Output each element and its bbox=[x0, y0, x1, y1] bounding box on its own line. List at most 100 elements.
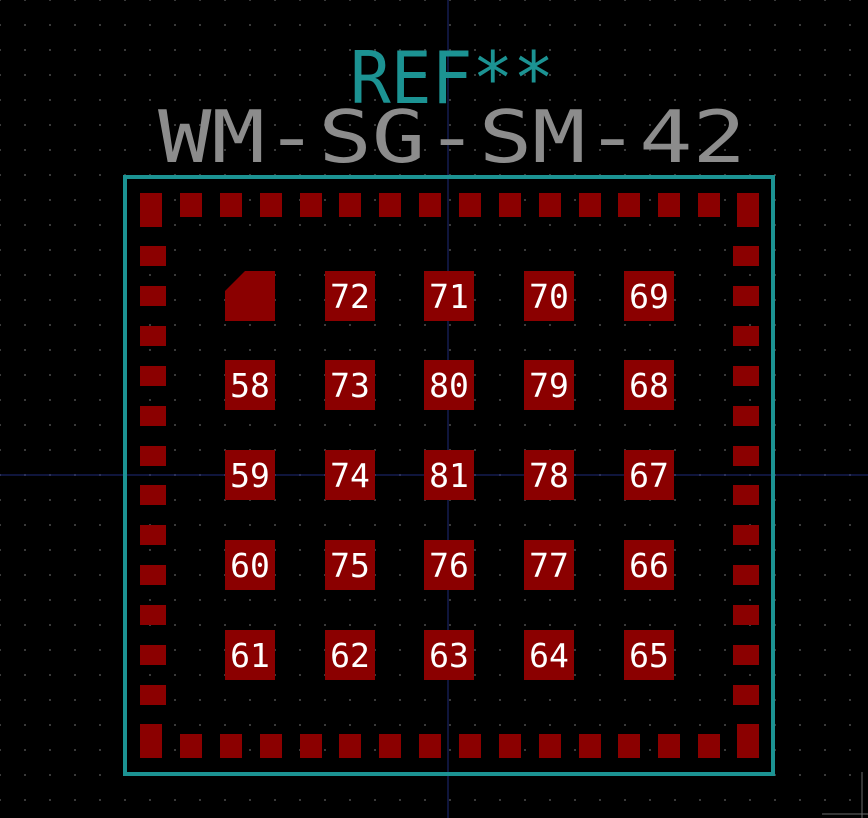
pad-left[interactable] bbox=[140, 685, 166, 705]
pad-top[interactable] bbox=[499, 193, 521, 217]
pad-left[interactable] bbox=[140, 645, 166, 665]
pad-left[interactable] bbox=[140, 366, 166, 386]
inner-pad-body bbox=[524, 450, 574, 500]
pad-top[interactable] bbox=[339, 193, 361, 217]
pad-right[interactable] bbox=[733, 525, 759, 545]
pad-right[interactable] bbox=[733, 406, 759, 426]
pad-right[interactable] bbox=[733, 326, 759, 346]
pad-bottom[interactable] bbox=[658, 734, 680, 758]
inner-pad[interactable]: 71 bbox=[424, 271, 474, 321]
inner-pad-body bbox=[524, 630, 574, 680]
inner-pad[interactable]: 73 bbox=[325, 360, 375, 410]
pad-left[interactable] bbox=[140, 246, 166, 266]
pad-corner-bottom-left[interactable] bbox=[140, 724, 162, 758]
pad-right[interactable] bbox=[733, 246, 759, 266]
pad-top[interactable] bbox=[658, 193, 680, 217]
pad-right[interactable] bbox=[733, 685, 759, 705]
inner-pad[interactable]: 77 bbox=[524, 540, 574, 590]
pad-bottom[interactable] bbox=[579, 734, 601, 758]
inner-pad[interactable]: 61 bbox=[225, 630, 275, 680]
pad-top[interactable] bbox=[180, 193, 202, 217]
inner-pad[interactable]: 75 bbox=[325, 540, 375, 590]
pad-bottom[interactable] bbox=[260, 734, 282, 758]
pad-bottom[interactable] bbox=[459, 734, 481, 758]
inner-pad[interactable]: 81 bbox=[424, 450, 474, 500]
pad-left[interactable] bbox=[140, 525, 166, 545]
pad-left[interactable] bbox=[140, 605, 166, 625]
pad-top[interactable] bbox=[459, 193, 481, 217]
pad-top[interactable] bbox=[419, 193, 441, 217]
pad-number-label: 73 bbox=[330, 366, 370, 405]
inner-pad[interactable]: 70 bbox=[524, 271, 574, 321]
pad-right[interactable] bbox=[733, 366, 759, 386]
pad-number-label: 66 bbox=[629, 546, 669, 585]
pad-bottom[interactable] bbox=[180, 734, 202, 758]
courtyard-outline bbox=[123, 175, 775, 776]
pad-number-label: 64 bbox=[529, 636, 569, 675]
pad-left[interactable] bbox=[140, 446, 166, 466]
inner-pad[interactable]: 60 bbox=[225, 540, 275, 590]
inner-pad[interactable]: 63 bbox=[424, 630, 474, 680]
pad-left[interactable] bbox=[140, 485, 166, 505]
pad-bottom[interactable] bbox=[698, 734, 720, 758]
inner-pad[interactable]: 76 bbox=[424, 540, 474, 590]
inner-pad[interactable]: 69 bbox=[624, 271, 674, 321]
pad-bottom[interactable] bbox=[499, 734, 521, 758]
pad-top[interactable] bbox=[698, 193, 720, 217]
pad-number-label: 67 bbox=[629, 456, 669, 495]
pad-top[interactable] bbox=[300, 193, 322, 217]
pad-bottom[interactable] bbox=[618, 734, 640, 758]
pad-right[interactable] bbox=[733, 286, 759, 306]
pad-bottom[interactable] bbox=[419, 734, 441, 758]
pad-number-label: 63 bbox=[429, 636, 469, 675]
pad-top[interactable] bbox=[539, 193, 561, 217]
pad-corner-top-right[interactable] bbox=[737, 193, 759, 227]
pad-bottom[interactable] bbox=[300, 734, 322, 758]
pad-left[interactable] bbox=[140, 286, 166, 306]
pad-number-label: 78 bbox=[529, 456, 569, 495]
pad-bottom[interactable] bbox=[539, 734, 561, 758]
pad-right[interactable] bbox=[733, 645, 759, 665]
inner-pad[interactable]: 59 bbox=[225, 450, 275, 500]
pad-bottom[interactable] bbox=[379, 734, 401, 758]
pad-top[interactable] bbox=[260, 193, 282, 217]
pad-top[interactable] bbox=[579, 193, 601, 217]
pad-number-label: 61 bbox=[230, 636, 270, 675]
pad-bottom[interactable] bbox=[339, 734, 361, 758]
inner-pad-body bbox=[624, 630, 674, 680]
inner-pad[interactable]: 64 bbox=[524, 630, 574, 680]
inner-pad[interactable]: 80 bbox=[424, 360, 474, 410]
inner-pad[interactable]: 78 bbox=[524, 450, 574, 500]
pad-left[interactable] bbox=[140, 565, 166, 585]
pad-top[interactable] bbox=[379, 193, 401, 217]
pad-left[interactable] bbox=[140, 406, 166, 426]
inner-pad[interactable]: 65 bbox=[624, 630, 674, 680]
pad-right[interactable] bbox=[733, 485, 759, 505]
inner-pad[interactable]: 67 bbox=[624, 450, 674, 500]
pad-top[interactable] bbox=[618, 193, 640, 217]
pad-right[interactable] bbox=[733, 446, 759, 466]
inner-pad[interactable]: 79 bbox=[524, 360, 574, 410]
pad-number-label: 68 bbox=[629, 366, 669, 405]
pad-corner-bottom-right[interactable] bbox=[737, 724, 759, 758]
inner-pad[interactable]: 66 bbox=[624, 540, 674, 590]
pad-bottom[interactable] bbox=[220, 734, 242, 758]
pad-number-label: 70 bbox=[529, 277, 569, 316]
perimeter-pads bbox=[140, 193, 759, 758]
inner-pad[interactable]: 58 bbox=[225, 360, 275, 410]
inner-pad[interactable]: 74 bbox=[325, 450, 375, 500]
pad-left[interactable] bbox=[140, 326, 166, 346]
pad-right[interactable] bbox=[733, 565, 759, 585]
pad-right[interactable] bbox=[733, 605, 759, 625]
inner-pad-body bbox=[325, 271, 375, 321]
pad-number-label: 76 bbox=[429, 546, 469, 585]
pad-top[interactable] bbox=[220, 193, 242, 217]
corner-mark bbox=[822, 772, 868, 818]
inner-pad[interactable]: 62 bbox=[325, 630, 375, 680]
pin-1-chamfer[interactable] bbox=[225, 271, 275, 321]
inner-pad-body bbox=[524, 271, 574, 321]
inner-pad[interactable]: 68 bbox=[624, 360, 674, 410]
inner-pad-body bbox=[424, 630, 474, 680]
pad-corner-top-left[interactable] bbox=[140, 193, 162, 227]
inner-pad[interactable]: 72 bbox=[325, 271, 375, 321]
